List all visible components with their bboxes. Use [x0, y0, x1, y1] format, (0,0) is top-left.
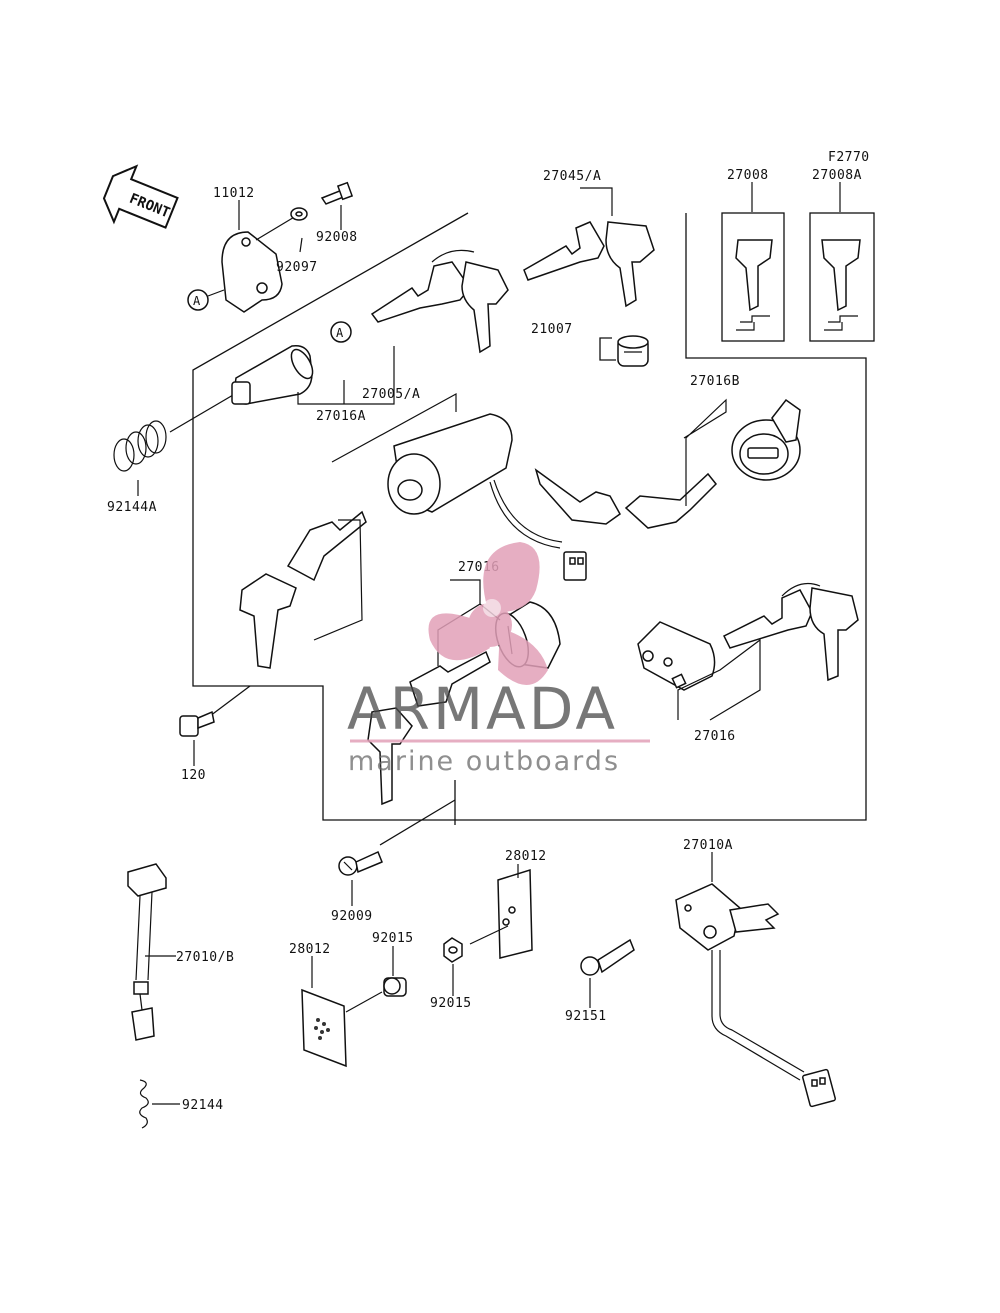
lock-cylinder-27016A [231, 344, 314, 405]
bolt-92151 [580, 938, 635, 976]
svg-text:A: A [336, 326, 344, 340]
plate-28012-lower [301, 988, 383, 1068]
nut-92015-lower [383, 977, 407, 997]
watermark-tagline: marine outboards [348, 746, 620, 777]
keys-27016-right [722, 583, 859, 682]
bracket-11012 [221, 215, 297, 313]
connector-27005A [563, 551, 587, 581]
propeller-logo-icon [428, 542, 548, 685]
key-card-27008 [721, 212, 785, 342]
switch-27010A [675, 883, 805, 1081]
plate-28012-upper [469, 868, 533, 959]
leader-21007 [599, 337, 616, 361]
screw-120 [179, 710, 215, 737]
keys-27016-center [367, 650, 491, 806]
nut-92015-upper [443, 937, 463, 963]
plug-21007 [617, 335, 649, 367]
keys-27016B [534, 468, 718, 529]
label-92097: 92097 [276, 260, 318, 275]
part-labels: 11012 92008 92097 27045/A 27008 27008A 2… [107, 168, 862, 1113]
label-27005A: 27005/A [362, 387, 420, 402]
keys-27005A [239, 510, 367, 669]
label-27016A: 27016A [316, 409, 366, 424]
label-92015-lower: 92015 [430, 996, 472, 1011]
label-92008: 92008 [316, 230, 358, 245]
switch-27010B [127, 863, 167, 1041]
label-92009: 92009 [331, 909, 373, 924]
watermark-brand: ARMADA [347, 675, 618, 743]
label-27016-right: 27016 [694, 729, 736, 744]
spring-92144 [139, 1079, 149, 1129]
front-arrow-icon: FRONT [102, 164, 179, 229]
washer-92097 [290, 207, 308, 221]
label-92015-upper: 92015 [372, 931, 414, 946]
cap-lock-27016B [731, 398, 801, 481]
spring-92144A [113, 420, 167, 472]
ref-marker-a2: A [330, 321, 352, 343]
connector-27010A [802, 1068, 836, 1108]
label-27010B: 27010/B [176, 950, 234, 965]
label-92151: 92151 [565, 1009, 607, 1024]
leader-lines [137, 182, 841, 1105]
label-92144A: 92144A [107, 500, 157, 515]
label-27010A: 27010A [683, 838, 733, 853]
label-21007: 21007 [531, 322, 573, 337]
key-card-27008A [809, 212, 875, 342]
ref-marker-a1: A [187, 289, 225, 311]
label-11012: 11012 [213, 186, 255, 201]
figure-code: F2770 [828, 150, 870, 165]
svg-text:A: A [193, 294, 201, 308]
ignition-switch-27005A [387, 413, 563, 549]
key-pair-27016A [370, 249, 509, 354]
label-27045A: 27045/A [543, 169, 601, 184]
label-92144: 92144 [182, 1098, 224, 1113]
screw-92009 [338, 850, 383, 876]
label-120: 120 [181, 768, 206, 783]
label-28012-upper: 28012 [505, 849, 547, 864]
seat-lock-27016-right [637, 621, 716, 691]
label-27008: 27008 [727, 168, 769, 183]
keys-27045A [523, 221, 655, 308]
armada-watermark: ARMADA marine outboards [347, 542, 650, 777]
label-27008A: 27008A [812, 168, 862, 183]
label-28012-lower: 28012 [289, 942, 331, 957]
label-27016B: 27016B [690, 374, 740, 389]
bolt-92008 [320, 181, 354, 205]
